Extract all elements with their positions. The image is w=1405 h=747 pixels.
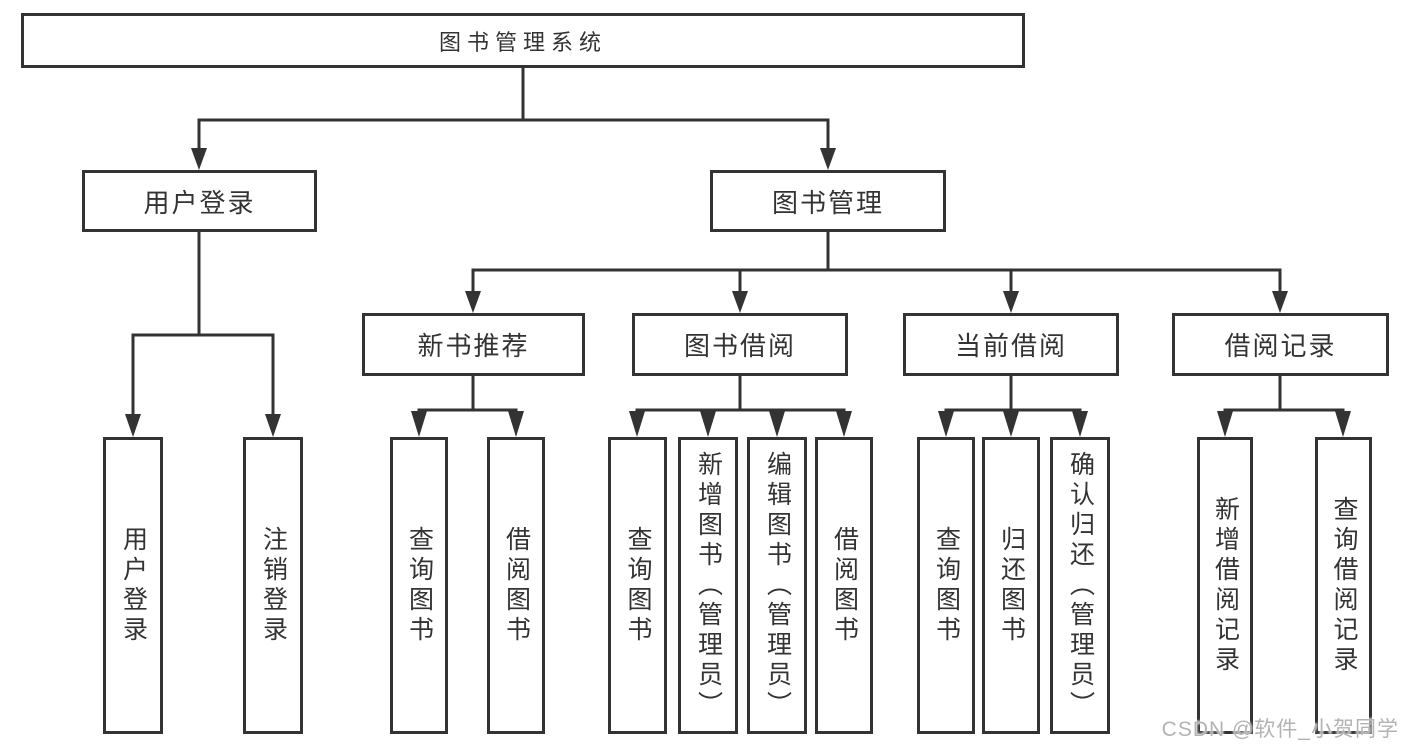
node-root: 图书管理系统 [21, 13, 1025, 68]
node-user-login-label: 用户登录 [143, 187, 256, 218]
node-borrowing-records: 借阅记录 [1172, 313, 1389, 376]
leaf-logout-label: 注销登录 [259, 525, 288, 646]
leaf-add-borrow-record-label: 新增借阅记录 [1211, 495, 1240, 676]
leaf-logout: 注销登录 [243, 437, 303, 734]
leaf-edit-book-admin: 编辑图书（管理员） [747, 437, 807, 734]
node-user-login: 用户登录 [82, 170, 317, 232]
arrowheads [125, 148, 1351, 437]
watermark: CSDN @软件_小贺同学 [1161, 718, 1399, 741]
connector-paths [131, 68, 1345, 416]
leaf-query-borrow-record-label: 查询借阅记录 [1330, 495, 1358, 676]
node-book-management-label: 图书管理 [771, 187, 884, 218]
leaf-return-books-label: 归还图书 [997, 525, 1026, 646]
node-book-management: 图书管理 [710, 170, 946, 232]
leaf-borrow-books-borrowing-label: 借阅图书 [830, 525, 859, 646]
leaf-query-books-borrowing: 查询图书 [608, 437, 667, 734]
leaf-edit-book-admin-label: 编辑图书（管理员） [763, 450, 792, 721]
leaf-confirm-return-admin-label: 确认归还（管理员） [1066, 450, 1095, 721]
node-root-label: 图书管理系统 [438, 29, 607, 55]
leaf-add-book-admin-label: 新增图书（管理员） [694, 450, 723, 721]
leaf-query-books-recommend: 查询图书 [390, 437, 448, 734]
leaf-borrow-books-borrowing: 借阅图书 [815, 437, 873, 734]
leaf-add-borrow-record: 新增借阅记录 [1197, 437, 1253, 734]
leaf-user-login: 用户登录 [103, 437, 163, 734]
node-borrowing-records-label: 借阅记录 [1224, 331, 1337, 361]
node-new-book-recommendation: 新书推荐 [362, 313, 585, 376]
leaf-query-books-borrowing-label: 查询图书 [624, 525, 652, 646]
leaf-user-login-label: 用户登录 [119, 525, 148, 646]
node-current-borrowing-label: 当前借阅 [954, 331, 1067, 361]
leaf-confirm-return-admin: 确认归还（管理员） [1050, 437, 1110, 734]
leaf-query-borrow-record: 查询借阅记录 [1315, 437, 1372, 734]
leaf-add-book-admin: 新增图书（管理员） [678, 437, 738, 734]
leaf-query-books-current: 查询图书 [917, 437, 975, 734]
node-book-borrowing: 图书借阅 [632, 313, 848, 376]
leaf-borrow-books-recommend: 借阅图书 [487, 437, 545, 734]
node-current-borrowing: 当前借阅 [903, 313, 1119, 376]
node-book-borrowing-label: 图书借阅 [683, 331, 796, 361]
leaf-query-books-current-label: 查询图书 [932, 525, 961, 646]
leaf-borrow-books-recommend-label: 借阅图书 [502, 525, 531, 646]
leaf-query-books-recommend-label: 查询图书 [405, 525, 434, 646]
node-new-book-recommendation-label: 新书推荐 [417, 331, 530, 361]
leaf-return-books: 归还图书 [982, 437, 1040, 734]
